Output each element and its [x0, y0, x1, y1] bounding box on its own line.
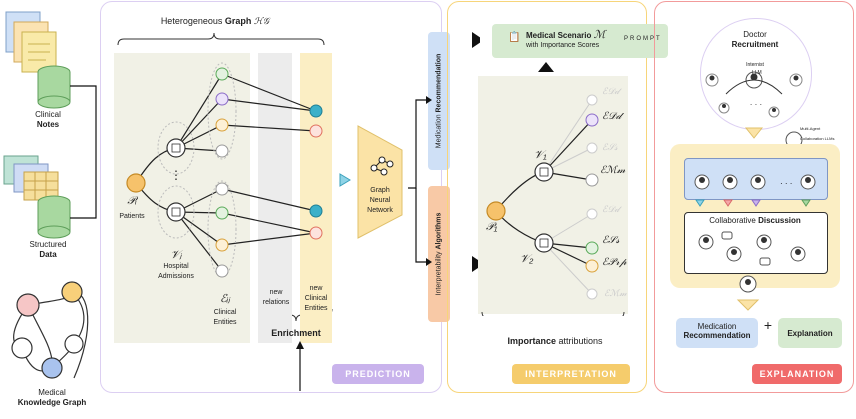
knowledge-graph-icon: [11, 281, 89, 379]
interpretation-tag: INTERPRETATION: [512, 364, 630, 384]
internist-label: Internist: [746, 62, 764, 68]
p1-symbol: 𝒫₁: [486, 221, 498, 233]
v2-symbol: 𝒱₂: [520, 253, 534, 265]
doctor-label: Doctor: [743, 30, 767, 39]
v1-symbol: 𝒱₁: [534, 149, 547, 161]
up-arrow-icon: [538, 62, 554, 72]
medication-recommendation-output: Medication Recommendation: [676, 318, 758, 348]
multi-agent-label: Multi-Agent Collaboration LLMs: [800, 126, 835, 141]
interpretation-panel: [447, 1, 647, 393]
faded-entity-1: ℰ𝒟𝒹: [602, 86, 620, 96]
scenario-icon: 📋: [508, 32, 521, 43]
gnn-block: [339, 125, 403, 239]
faded-entity-3: ℰ𝒟𝒹: [602, 204, 620, 214]
prompt-label: PROMPT: [624, 36, 662, 42]
importance-label: Importance attributions: [507, 336, 603, 346]
entity-mm: ℰℳ𝓂: [600, 165, 626, 176]
prediction-tag: PREDICTION: [332, 364, 424, 384]
scenario-title: Medical Scenario ℳ: [526, 29, 606, 41]
entity-ss: ℰ𝒮𝓈: [602, 235, 620, 246]
new-entities-label: new Clinical Entities: [304, 285, 328, 312]
entity-prp: ℰ𝒫𝓇𝓅: [602, 257, 627, 268]
scenario-subtitle: with Importance Scores: [526, 42, 600, 49]
doctor-avatars: [705, 71, 803, 149]
structured-data-icon: [3, 155, 71, 239]
plus-sign: +: [763, 317, 773, 333]
gnn-label: Graph Neural Network: [367, 187, 393, 214]
medication-recommendation-box: [428, 32, 450, 170]
admissions-symbol: 𝒱ⱼ: [170, 249, 182, 261]
patients-label: Patients: [119, 213, 145, 220]
new-relations-label: new relations: [262, 289, 290, 306]
faded-entity-4: ℰℳ𝓂: [604, 288, 627, 298]
explanation-arrows: [736, 275, 760, 311]
llm-agents: · · ·: [694, 174, 816, 207]
importance-graph: [478, 76, 628, 316]
recruit-dots: · · ·: [749, 100, 763, 109]
discussion-participants: [698, 231, 806, 266]
explanation-output: Explanation: [778, 318, 842, 348]
entities-label: Clinical Entities: [213, 309, 237, 326]
entity-dd: ℰ𝒟𝒹: [602, 111, 622, 122]
svg-text:· · ·: · · ·: [780, 179, 792, 188]
interpretability-box: [428, 186, 450, 322]
llm-tag-top: LLM: [752, 70, 762, 76]
explanation-panel: [654, 1, 854, 393]
enrichment-label: Enrichment: [271, 328, 321, 338]
clinical-notes-icon: [5, 11, 71, 109]
medical-scenario-box: [492, 24, 668, 58]
graph-title: Heterogeneous Graph ℋ𝒢: [160, 16, 270, 26]
faded-entity-2: ℰ𝒮𝓈: [602, 142, 618, 152]
admissions-label: Hospital Admissions: [158, 263, 194, 280]
recruitment-label: Recruitment: [731, 40, 779, 49]
patients-symbol: 𝒫ᵢ: [127, 195, 137, 207]
entities-symbol: ℰᵢⱼ: [220, 293, 230, 305]
input-icons: [3, 11, 97, 379]
heterogeneous-graph: [114, 32, 333, 391]
admission-dots: ⋮: [170, 168, 182, 182]
discussion-title: Collaborative Discussion: [709, 216, 801, 225]
explanation-tag: EXPLANATION: [752, 364, 842, 384]
flow-arrows: [408, 32, 480, 272]
